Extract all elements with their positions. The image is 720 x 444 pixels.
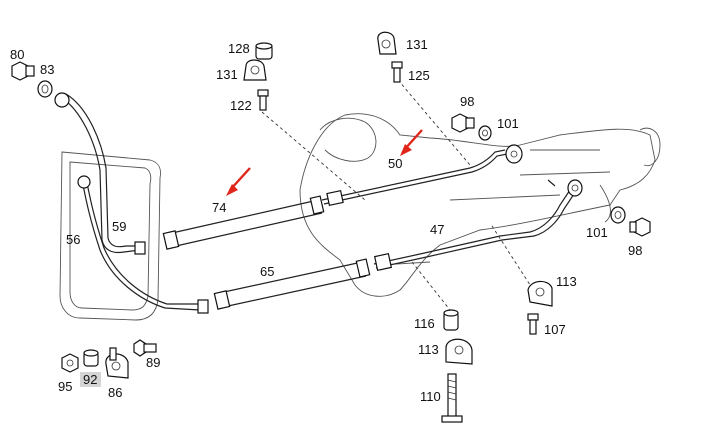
pipe-74 <box>162 195 325 250</box>
washer-101-upper <box>478 125 492 141</box>
callout-83: 83 <box>40 62 54 77</box>
callout-80: 80 <box>10 47 24 62</box>
callout-65: 65 <box>260 264 274 279</box>
callout-107: 107 <box>544 322 566 337</box>
bolt-122 <box>257 89 269 111</box>
callout-128: 128 <box>228 41 250 56</box>
bolt-98-lower <box>629 217 651 237</box>
sleeve-92 <box>83 349 99 367</box>
callout-116: 116 <box>414 316 435 331</box>
pipe-59 <box>54 92 209 314</box>
bolt-89 <box>133 339 157 357</box>
callout-50: 50 <box>388 156 402 171</box>
callout-56: 56 <box>66 232 80 247</box>
callout-101-upper: 101 <box>497 116 519 131</box>
callout-95: 95 <box>58 379 72 394</box>
callout-113-center: 113 <box>418 342 439 357</box>
callout-110: 110 <box>420 389 441 404</box>
callout-131-left: 131 <box>216 67 238 82</box>
callout-101-lower: 101 <box>586 225 608 240</box>
bolt-125 <box>391 61 403 83</box>
clip-131-left <box>243 59 267 81</box>
pipe-47 <box>373 179 583 272</box>
arrow-to-50 <box>400 129 423 156</box>
washer-83 <box>37 80 53 98</box>
callout-86: 86 <box>108 385 122 400</box>
arrow-to-74 <box>226 167 251 196</box>
callout-labels: 80 83 128 131 122 131 125 98 101 50 74 5… <box>10 37 642 404</box>
clip-113-center <box>445 338 473 365</box>
callout-98-lower: 98 <box>628 243 642 258</box>
spacer-116 <box>443 309 459 331</box>
highlight-92 <box>80 372 101 387</box>
pipe-65 <box>213 258 371 310</box>
callout-125: 125 <box>408 68 430 83</box>
callout-47: 47 <box>430 222 444 237</box>
callout-89: 89 <box>146 355 160 370</box>
clip-131-top <box>377 31 397 55</box>
callout-98-upper: 98 <box>460 94 474 109</box>
callout-113-right: 113 <box>556 274 577 289</box>
transmission-housing <box>299 113 661 297</box>
callout-122: 122 <box>230 98 252 113</box>
washer-101-lower <box>610 206 626 224</box>
nut-95 <box>61 353 79 373</box>
callout-92: 92 <box>83 372 97 387</box>
pipe-50 <box>321 144 523 207</box>
clip-113-right <box>527 280 553 307</box>
callout-74: 74 <box>212 200 226 215</box>
clip-86 <box>105 347 129 379</box>
bolt-107 <box>527 313 539 335</box>
bolt-98-upper <box>451 113 475 133</box>
oil-cooler-outline <box>59 151 161 321</box>
leader-lines <box>261 79 533 311</box>
callout-59: 59 <box>112 219 126 234</box>
sleeve-128 <box>255 42 273 60</box>
callout-131-top: 131 <box>406 37 428 52</box>
banjo-bolt-80 <box>11 61 35 81</box>
bolt-110 <box>441 373 463 423</box>
